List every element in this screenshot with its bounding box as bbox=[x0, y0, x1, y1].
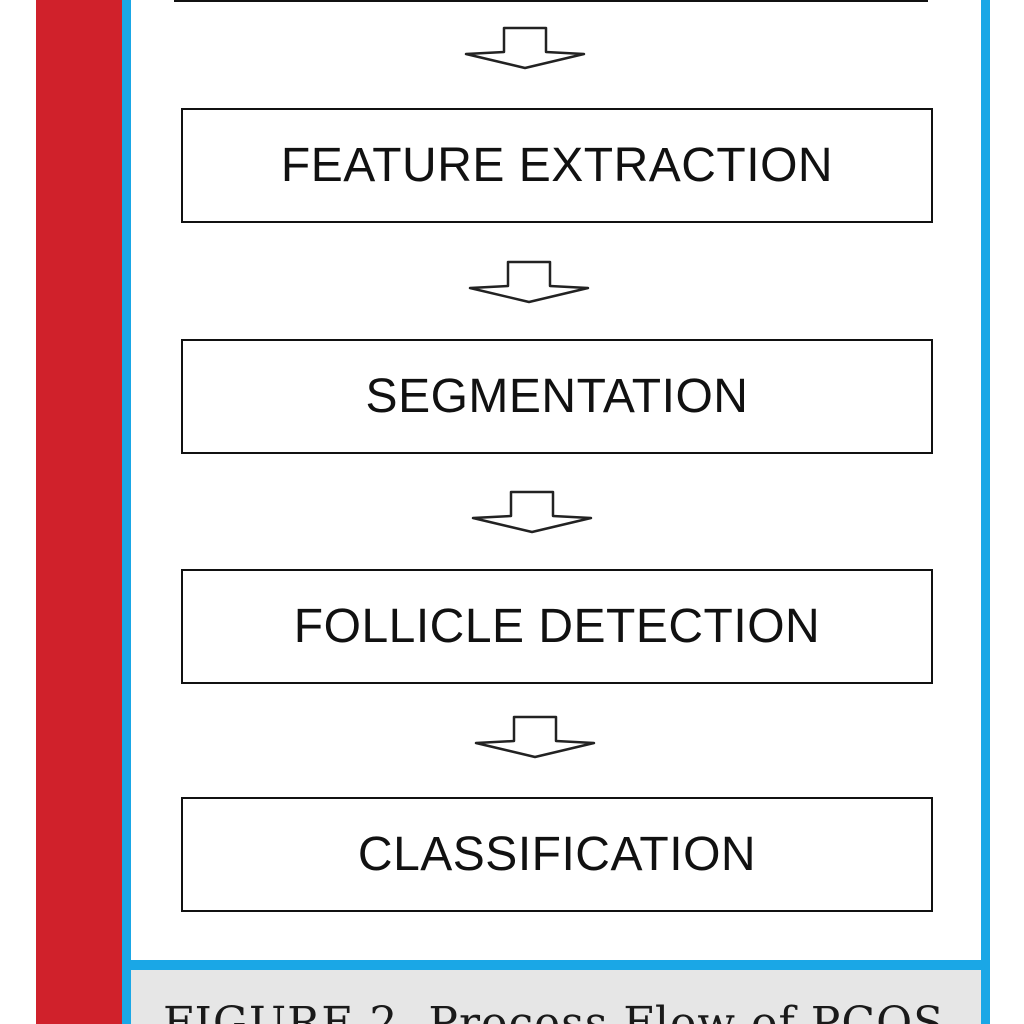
step-label: FEATURE EXTRACTION bbox=[280, 139, 834, 192]
figure-caption-area: FIGURE 2. Process Flow of PCOS bbox=[131, 970, 981, 1024]
step-label: SEGMENTATION bbox=[365, 370, 749, 423]
previous-step-box bbox=[174, 0, 928, 2]
step-box-follicle-detection: FOLLICLE DETECTION bbox=[181, 569, 933, 684]
step-label: FOLLICLE DETECTION bbox=[293, 600, 821, 653]
figure-caption: FIGURE 2. Process Flow of PCOS bbox=[163, 998, 945, 1024]
step-box-feature-extraction: FEATURE EXTRACTION bbox=[181, 108, 933, 223]
down-arrow-icon bbox=[464, 26, 586, 70]
frame-divider bbox=[122, 960, 990, 970]
down-arrow-icon bbox=[471, 490, 593, 534]
down-arrow-icon bbox=[468, 260, 590, 304]
down-arrow-icon bbox=[474, 715, 596, 759]
sidebar-accent-bar bbox=[36, 0, 122, 1024]
step-label: CLASSIFICATION bbox=[357, 828, 757, 881]
step-box-segmentation: SEGMENTATION bbox=[181, 339, 933, 454]
figure-frame bbox=[122, 0, 990, 1024]
step-box-classification: CLASSIFICATION bbox=[181, 797, 933, 912]
